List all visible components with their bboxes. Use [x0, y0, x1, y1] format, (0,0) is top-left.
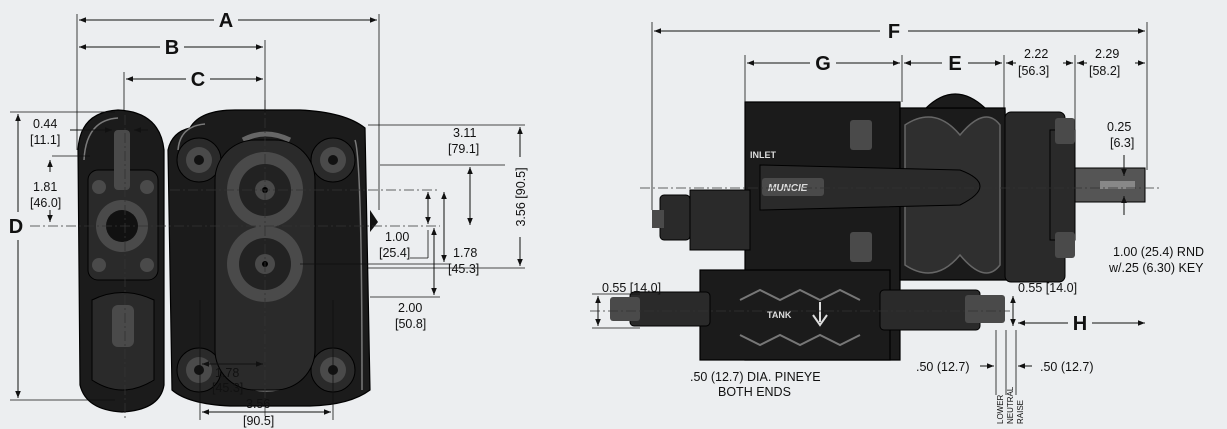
dim-791: [79.1]: [448, 142, 479, 156]
shaft-key: [1100, 181, 1135, 189]
dim-582: [58.2]: [1089, 64, 1120, 78]
dim-111: [11.1]: [30, 133, 60, 147]
dim-50-right: .50 (12.7): [1040, 360, 1094, 374]
pineye-left: [629, 291, 711, 327]
position-neutral: NEUTRAL: [1006, 386, 1015, 424]
dim-letter-h: H: [1073, 313, 1087, 335]
dim-50-left: .50 (12.7): [916, 360, 970, 374]
shaft-size: 1.00 (25.4) RND: [1113, 245, 1204, 259]
dim-508: [50.8]: [395, 317, 426, 331]
dim-044: 0.44: [33, 117, 57, 131]
dim-178-bottom: 1.78: [215, 366, 239, 380]
dim-563: [56.3]: [1018, 64, 1049, 78]
position-lower: LOWER: [996, 394, 1005, 424]
pineye-note-2: BOTH ENDS: [718, 385, 791, 399]
dim-letter-g: G: [815, 53, 831, 75]
dim-181: 1.81: [33, 180, 57, 194]
dim-229: 2.29: [1095, 47, 1119, 61]
dim-letter-f: F: [888, 21, 900, 43]
dim-055-right: 0.55 [14.0]: [1018, 281, 1077, 295]
dim-311: 3.11: [453, 126, 476, 140]
dim-254: [25.4]: [379, 246, 410, 260]
tank-mark: TANK: [767, 310, 792, 320]
dim-63: [6.3]: [1110, 136, 1134, 150]
dim-356-vertical: 3.56 [90.5]: [514, 167, 528, 226]
end-view: A B C 0.44 [11.1] 1.81 [46.0]: [9, 10, 528, 428]
side-view: MUNCIE INLET TANK F G: [590, 21, 1204, 424]
inlet-mark: INLET: [750, 150, 777, 160]
dim-905-bottom: [90.5]: [243, 414, 274, 428]
pineye-note: .50 (12.7) DIA. PINEYE: [690, 370, 821, 384]
brand-mark: MUNCIE: [768, 183, 808, 194]
dim-055-left: 0.55 [14.0]: [602, 281, 661, 295]
dim-460: [46.0]: [30, 196, 61, 210]
position-raise: RAISE: [1016, 400, 1025, 424]
dim-letter-b: B: [165, 37, 179, 59]
dim-letter-a: A: [219, 10, 233, 32]
dim-100: 1.00: [385, 230, 409, 244]
side-bolts: [850, 118, 1075, 262]
control-valve: [699, 269, 891, 361]
dim-200: 2.00: [398, 301, 422, 315]
dim-222: 2.22: [1024, 47, 1048, 61]
dim-letter-c: C: [191, 69, 205, 91]
dim-178: 1.78: [453, 246, 477, 260]
inlet-nose: [759, 164, 981, 211]
dim-356-bottom: 3.56: [246, 397, 270, 411]
top-cap: [924, 93, 987, 109]
dim-453: [45.3]: [448, 262, 479, 276]
flow-arrow-icon: [812, 302, 828, 327]
dim-letter-e: E: [948, 53, 961, 75]
shaft-key-size: w/.25 (6.30) KEY: [1108, 261, 1204, 275]
valve-spool-top: [114, 130, 130, 190]
dim-453-bottom: [45.3]: [212, 381, 243, 395]
dim-025: 0.25: [1107, 120, 1131, 134]
dim-letter-d: D: [9, 216, 23, 238]
